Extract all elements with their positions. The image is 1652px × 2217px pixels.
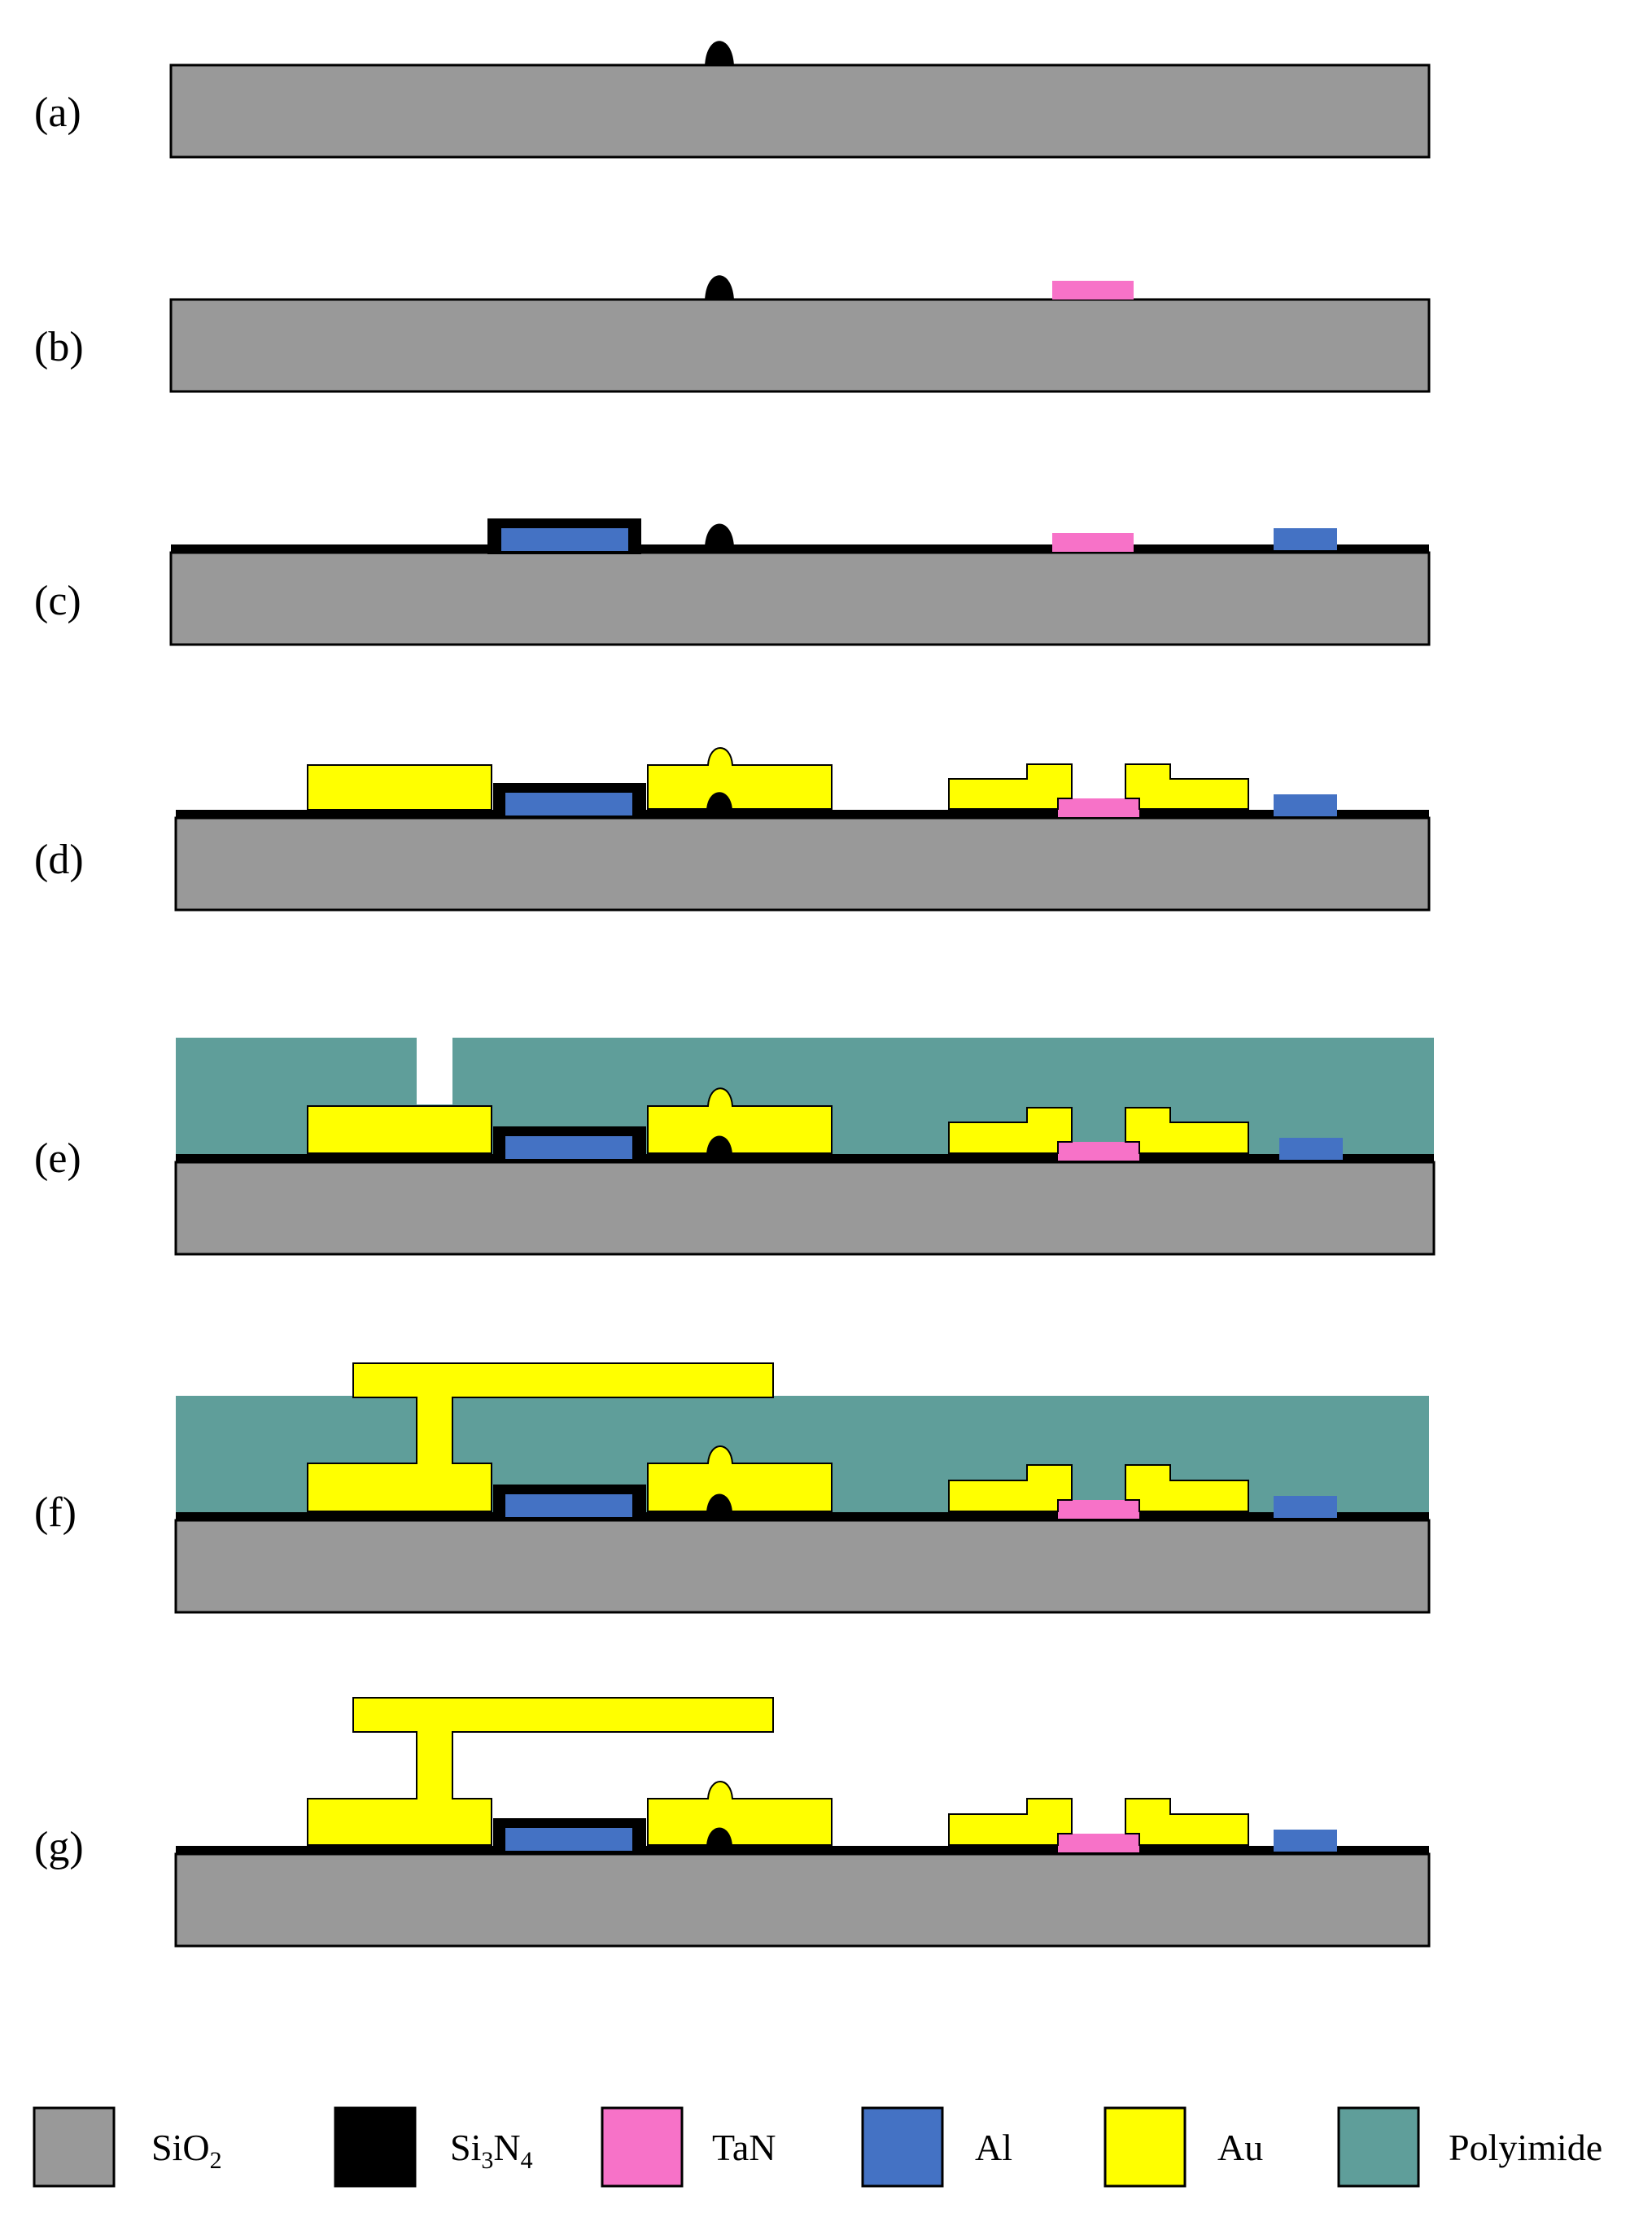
- step-a: (a): [34, 41, 1431, 159]
- legend-label-sio2: SiO2: [151, 2127, 222, 2174]
- step-c: (c): [34, 518, 1431, 646]
- au-ground-left: [307, 764, 492, 811]
- step-label-c: (c): [34, 578, 81, 624]
- au-ground-center: [647, 1087, 833, 1154]
- sio2-substrate: [169, 551, 1431, 646]
- sio2-substrate: [174, 1852, 1431, 1948]
- legend-label-au: Au: [1217, 2127, 1263, 2168]
- au-contact-right: [1125, 1798, 1249, 1846]
- legend: SiO2 Si3N4 TaN Al Au Polyimide: [33, 2106, 1602, 2188]
- au-contact-left: [948, 763, 1073, 810]
- al-electrode: [505, 793, 632, 816]
- sio2-substrate: [174, 1519, 1431, 1614]
- si3n4-layer: [176, 1154, 1434, 1163]
- step-label-b: (b): [34, 324, 84, 370]
- si3n4-bump: [706, 1135, 732, 1154]
- si3n4-layer: [176, 1512, 1429, 1521]
- legend-item-al: Al: [861, 2106, 1012, 2188]
- tan-resistor: [1052, 533, 1134, 552]
- si3n4-bump: [706, 1827, 732, 1846]
- step-e: (e): [34, 1038, 1436, 1256]
- al-pad: [1274, 794, 1337, 816]
- si3n4-bump: [705, 41, 734, 66]
- si3n4-bump: [706, 1493, 732, 1512]
- al-pad: [1274, 528, 1337, 550]
- si3n4-bump: [705, 275, 734, 300]
- legend-swatch-polyimide: [1337, 2106, 1420, 2188]
- legend-item-polyimide: Polyimide: [1337, 2106, 1602, 2188]
- au-ground-center: [647, 747, 833, 810]
- legend-label-polyimide: Polyimide: [1449, 2127, 1602, 2168]
- step-label-g: (g): [34, 1824, 84, 1870]
- al-pad: [1274, 1496, 1337, 1518]
- al-electrode: [505, 1494, 632, 1517]
- tan-resistor: [1058, 1142, 1139, 1161]
- tan-resistor: [1058, 1500, 1139, 1519]
- sio2-substrate: [174, 1161, 1436, 1256]
- sio2-substrate: [169, 63, 1431, 159]
- tan-resistor: [1058, 1834, 1139, 1852]
- legend-item-sio2: SiO2: [33, 2106, 222, 2188]
- al-electrode: [505, 1136, 632, 1159]
- au-air-bridge: [307, 1697, 774, 1846]
- sio2-substrate: [174, 816, 1431, 912]
- si3n4-layer: [176, 1846, 1429, 1855]
- legend-label-si3n4: Si3N4: [450, 2127, 533, 2174]
- step-label-a: (a): [34, 90, 81, 136]
- au-ground-center: [647, 1781, 833, 1846]
- legend-swatch-tan: [601, 2106, 684, 2188]
- si3n4-layer: [171, 544, 1429, 553]
- legend-item-si3n4: Si3N4: [334, 2106, 533, 2188]
- au-air-bridge: [307, 1362, 774, 1512]
- au-contact-right: [1125, 1464, 1249, 1512]
- au-contact-right: [1125, 763, 1249, 810]
- legend-swatch-sio2: [33, 2106, 116, 2188]
- si3n4-layer: [176, 810, 1429, 819]
- au-contact-left: [948, 1107, 1073, 1154]
- legend-swatch-al: [861, 2106, 944, 2188]
- tan-resistor: [1052, 281, 1134, 300]
- al-pad: [1279, 1138, 1343, 1160]
- au-ground-left: [307, 1105, 492, 1154]
- au-contact-left: [948, 1798, 1073, 1846]
- tan-resistor: [1058, 798, 1139, 817]
- legend-item-au: Au: [1104, 2106, 1263, 2188]
- legend-label-al: Al: [975, 2127, 1012, 2168]
- legend-swatch-si3n4: [334, 2106, 417, 2188]
- au-contact-left: [948, 1464, 1073, 1512]
- sio2-substrate: [169, 298, 1431, 393]
- step-label-d: (d): [34, 837, 84, 883]
- au-contact-right: [1125, 1107, 1249, 1154]
- step-label-e: (e): [34, 1135, 81, 1182]
- step-d: (d): [34, 747, 1431, 912]
- step-label-f: (f): [34, 1489, 76, 1536]
- al-electrode: [501, 528, 628, 551]
- step-f: (f): [34, 1362, 1431, 1614]
- si3n4-bump: [705, 523, 734, 547]
- step-g: (g): [34, 1697, 1431, 1948]
- step-b: (b): [34, 275, 1431, 393]
- legend-label-tan: TaN: [712, 2127, 776, 2168]
- legend-item-tan: TaN: [601, 2106, 776, 2188]
- si3n4-bump: [706, 792, 732, 810]
- al-pad: [1274, 1830, 1337, 1852]
- al-electrode: [505, 1828, 632, 1851]
- legend-swatch-au: [1104, 2106, 1187, 2188]
- au-ground-center: [647, 1445, 833, 1512]
